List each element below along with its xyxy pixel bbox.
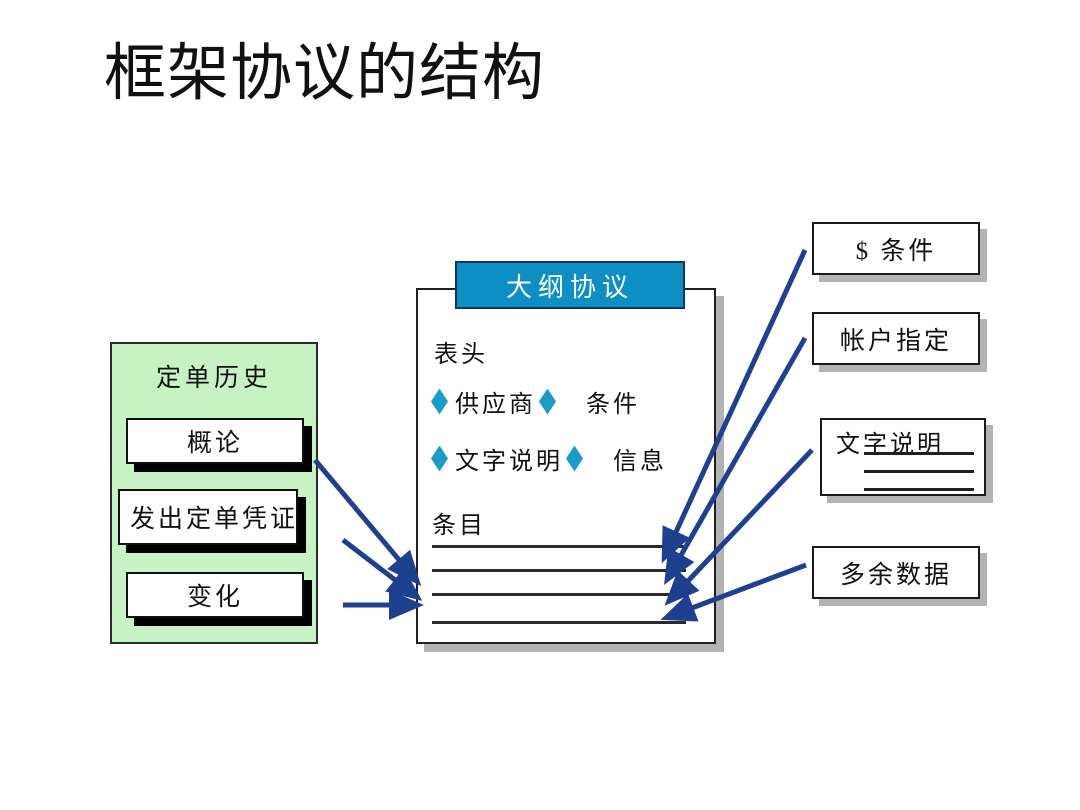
document-row-supplier: 供应商 条件 (431, 384, 640, 419)
document-header-label: 大纲协议 (505, 272, 634, 302)
box-conditions[interactable]: $ 条件 (812, 222, 980, 275)
document-row-supplier-label: 供应商 (455, 392, 536, 418)
arrow-issue-po-to-document (341, 538, 423, 601)
box-conditions-label: $ 条件 (855, 237, 937, 265)
document-item-line (432, 593, 686, 596)
order-history-title: 定单历史 (155, 365, 272, 392)
box-changes-label: 变化 (186, 584, 243, 611)
document-item-label: 条目 (432, 513, 486, 539)
box-account-assignment[interactable]: 帐户指定 (812, 312, 980, 365)
box-text-description[interactable]: 文字说明 (820, 418, 986, 496)
box-issue-purchase-order-label: 发出定单凭证 (130, 506, 299, 533)
box-text-description-line (864, 488, 974, 491)
diamond-icon (539, 388, 556, 415)
document-item-line (432, 545, 686, 548)
page-title: 框架协议的结构 (104, 40, 546, 108)
box-extra-data-label: 多余数据 (839, 561, 952, 589)
document-row-text-second: 信息 (613, 449, 667, 475)
diamond-icon (431, 388, 448, 415)
box-issue-purchase-order[interactable]: 发出定单凭证 (118, 489, 298, 545)
document-header-bar: 大纲协议 (455, 261, 685, 309)
arrow-overview-to-document (313, 458, 422, 587)
diamond-icon (566, 445, 583, 472)
document-row-text-description: 文字说明 信息 (431, 441, 667, 476)
document-item-line (432, 621, 686, 624)
box-text-description-line (864, 452, 974, 455)
box-changes[interactable]: 变化 (126, 572, 304, 618)
document-row-text-label: 文字说明 (455, 449, 563, 475)
document-row-supplier-second: 条件 (586, 392, 640, 418)
box-overview[interactable]: 概论 (126, 418, 304, 464)
box-account-assignment-label: 帐户指定 (839, 327, 952, 355)
document-head-label: 表头 (434, 342, 488, 368)
box-text-description-line (864, 470, 974, 473)
box-extra-data[interactable]: 多余数据 (812, 546, 980, 599)
document-item-line (432, 569, 686, 572)
box-overview-label: 概论 (186, 430, 243, 457)
diamond-icon (431, 445, 448, 472)
